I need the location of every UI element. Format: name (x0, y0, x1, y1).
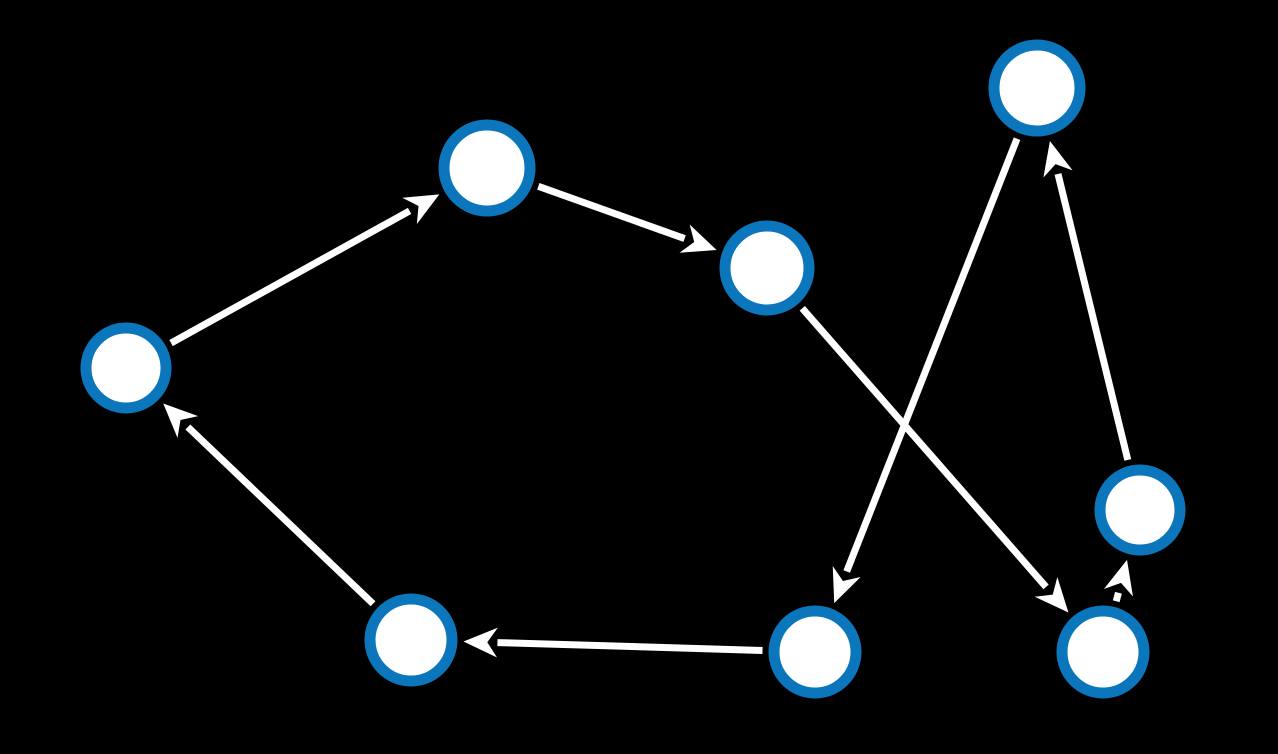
graph-node[interactable] (1056, 605, 1150, 699)
edge-shaft (799, 305, 1049, 590)
graph-edge[interactable] (1103, 559, 1133, 603)
edge-arrowhead (679, 224, 717, 253)
graph-node[interactable] (1094, 464, 1186, 556)
edge-shaft (497, 639, 763, 654)
edge-arrowhead (1103, 559, 1133, 597)
node-circle (1056, 605, 1150, 699)
graph-node[interactable] (438, 119, 536, 217)
node-circle (1094, 464, 1186, 556)
graph-node[interactable] (719, 220, 815, 316)
graph-node[interactable] (768, 605, 862, 699)
node-circle (988, 39, 1086, 137)
edge-shaft (1054, 173, 1132, 461)
node-circle (719, 220, 815, 316)
nodes-layer (80, 39, 1186, 699)
graph-edge[interactable] (1043, 140, 1132, 461)
node-circle (438, 119, 536, 217)
edge-shaft (1112, 591, 1122, 603)
graph-node[interactable] (80, 322, 172, 414)
node-circle (80, 322, 172, 414)
edge-arrowhead (163, 403, 199, 438)
edge-shaft (185, 424, 376, 607)
graph-node[interactable] (988, 39, 1086, 137)
edge-arrowhead (1034, 577, 1069, 613)
edge-shaft (843, 137, 1021, 573)
edge-shaft (537, 183, 686, 242)
graph-edge[interactable] (163, 403, 376, 607)
edge-arrowhead (463, 627, 498, 658)
edge-arrowhead (832, 566, 861, 604)
edge-arrowhead (402, 194, 440, 225)
edge-arrowhead (1043, 140, 1073, 178)
edges-layer (163, 137, 1133, 658)
edge-shaft (169, 207, 412, 347)
graph-node[interactable] (364, 593, 458, 687)
node-circle (768, 605, 862, 699)
graph-edge[interactable] (169, 194, 440, 347)
graph-edge[interactable] (463, 627, 763, 658)
graph-edge[interactable] (832, 137, 1021, 604)
graph-edge[interactable] (537, 183, 717, 253)
graph-edge[interactable] (799, 305, 1069, 613)
node-circle (364, 593, 458, 687)
